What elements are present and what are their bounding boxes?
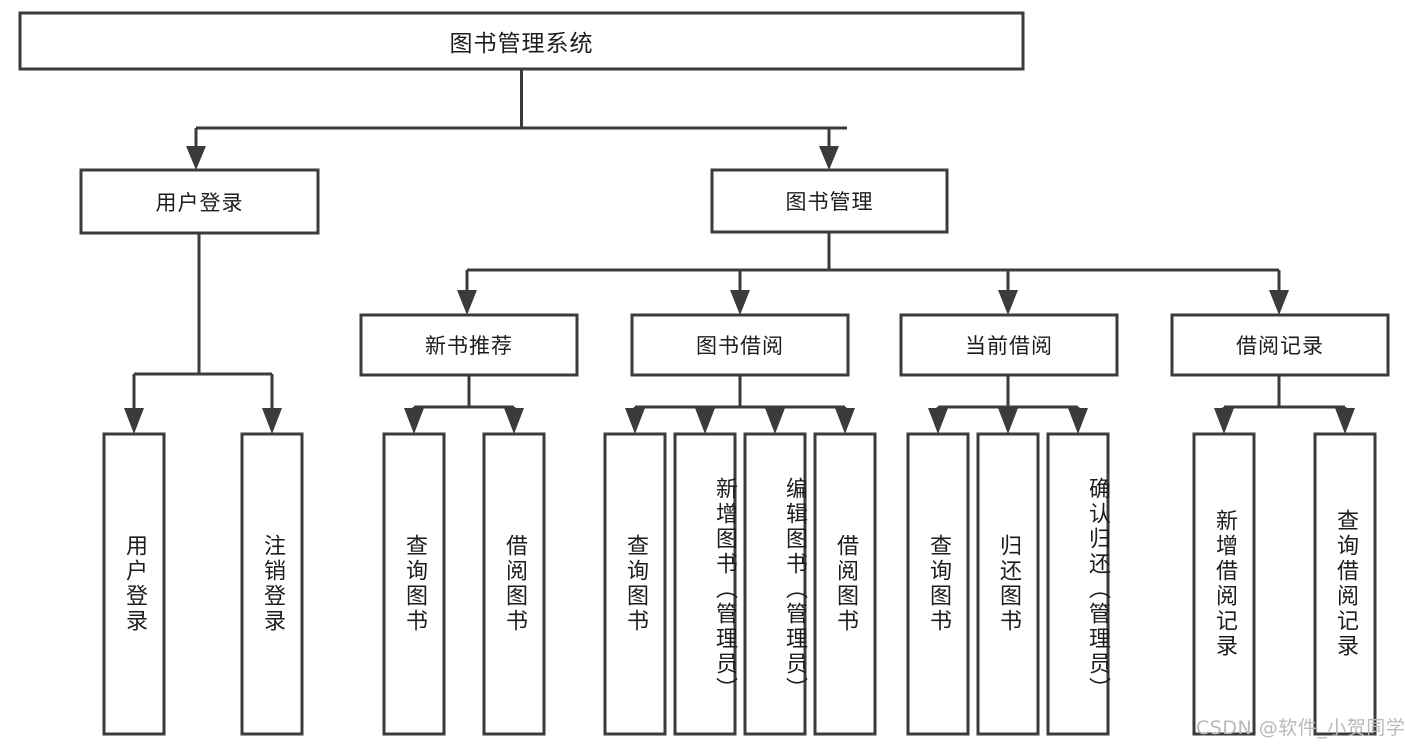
leaf-box-leaf-edit-book[interactable] <box>743 432 807 736</box>
leaf-box-leaf-confirm-return[interactable] <box>1046 432 1110 736</box>
leaf-box-leaf-add-book[interactable] <box>673 432 737 736</box>
connector-bookborrow-to-leaves <box>625 375 855 434</box>
connector-borrowrecord-to-leaves <box>1214 375 1355 434</box>
leaf-box-leaf-user-logout[interactable] <box>240 432 304 736</box>
node-box-user-login[interactable] <box>79 168 320 235</box>
connector-newbook-to-leaves <box>404 375 524 434</box>
leaf-box-leaf-borrow-book-1[interactable] <box>482 432 546 736</box>
leaf-box-leaf-query-book-1[interactable] <box>382 432 446 736</box>
node-box-new-book-recommend[interactable] <box>359 313 579 377</box>
leaf-box-leaf-return-book[interactable] <box>976 432 1040 736</box>
connector-currentborrow-to-leaves <box>928 375 1088 434</box>
node-box-book-borrow[interactable] <box>630 313 850 377</box>
connector-bookmanage-to-level3 <box>457 232 1289 315</box>
node-box-borrow-record[interactable] <box>1170 313 1390 377</box>
node-box-current-borrow[interactable] <box>899 313 1119 377</box>
node-box-root[interactable] <box>18 11 1025 71</box>
leaf-box-leaf-query-book-2[interactable] <box>603 432 667 736</box>
leaf-box-leaf-borrow-book-2[interactable] <box>813 432 877 736</box>
connector-userlogin-to-leaves <box>124 233 282 434</box>
connector-root-to-level2 <box>186 69 847 170</box>
node-box-book-manage[interactable] <box>710 168 949 234</box>
leaf-box-leaf-query-book-3[interactable] <box>906 432 970 736</box>
leaf-box-leaf-query-record[interactable] <box>1313 432 1377 736</box>
leaf-box-leaf-add-record[interactable] <box>1192 432 1256 736</box>
leaf-box-leaf-user-login[interactable] <box>102 432 166 736</box>
